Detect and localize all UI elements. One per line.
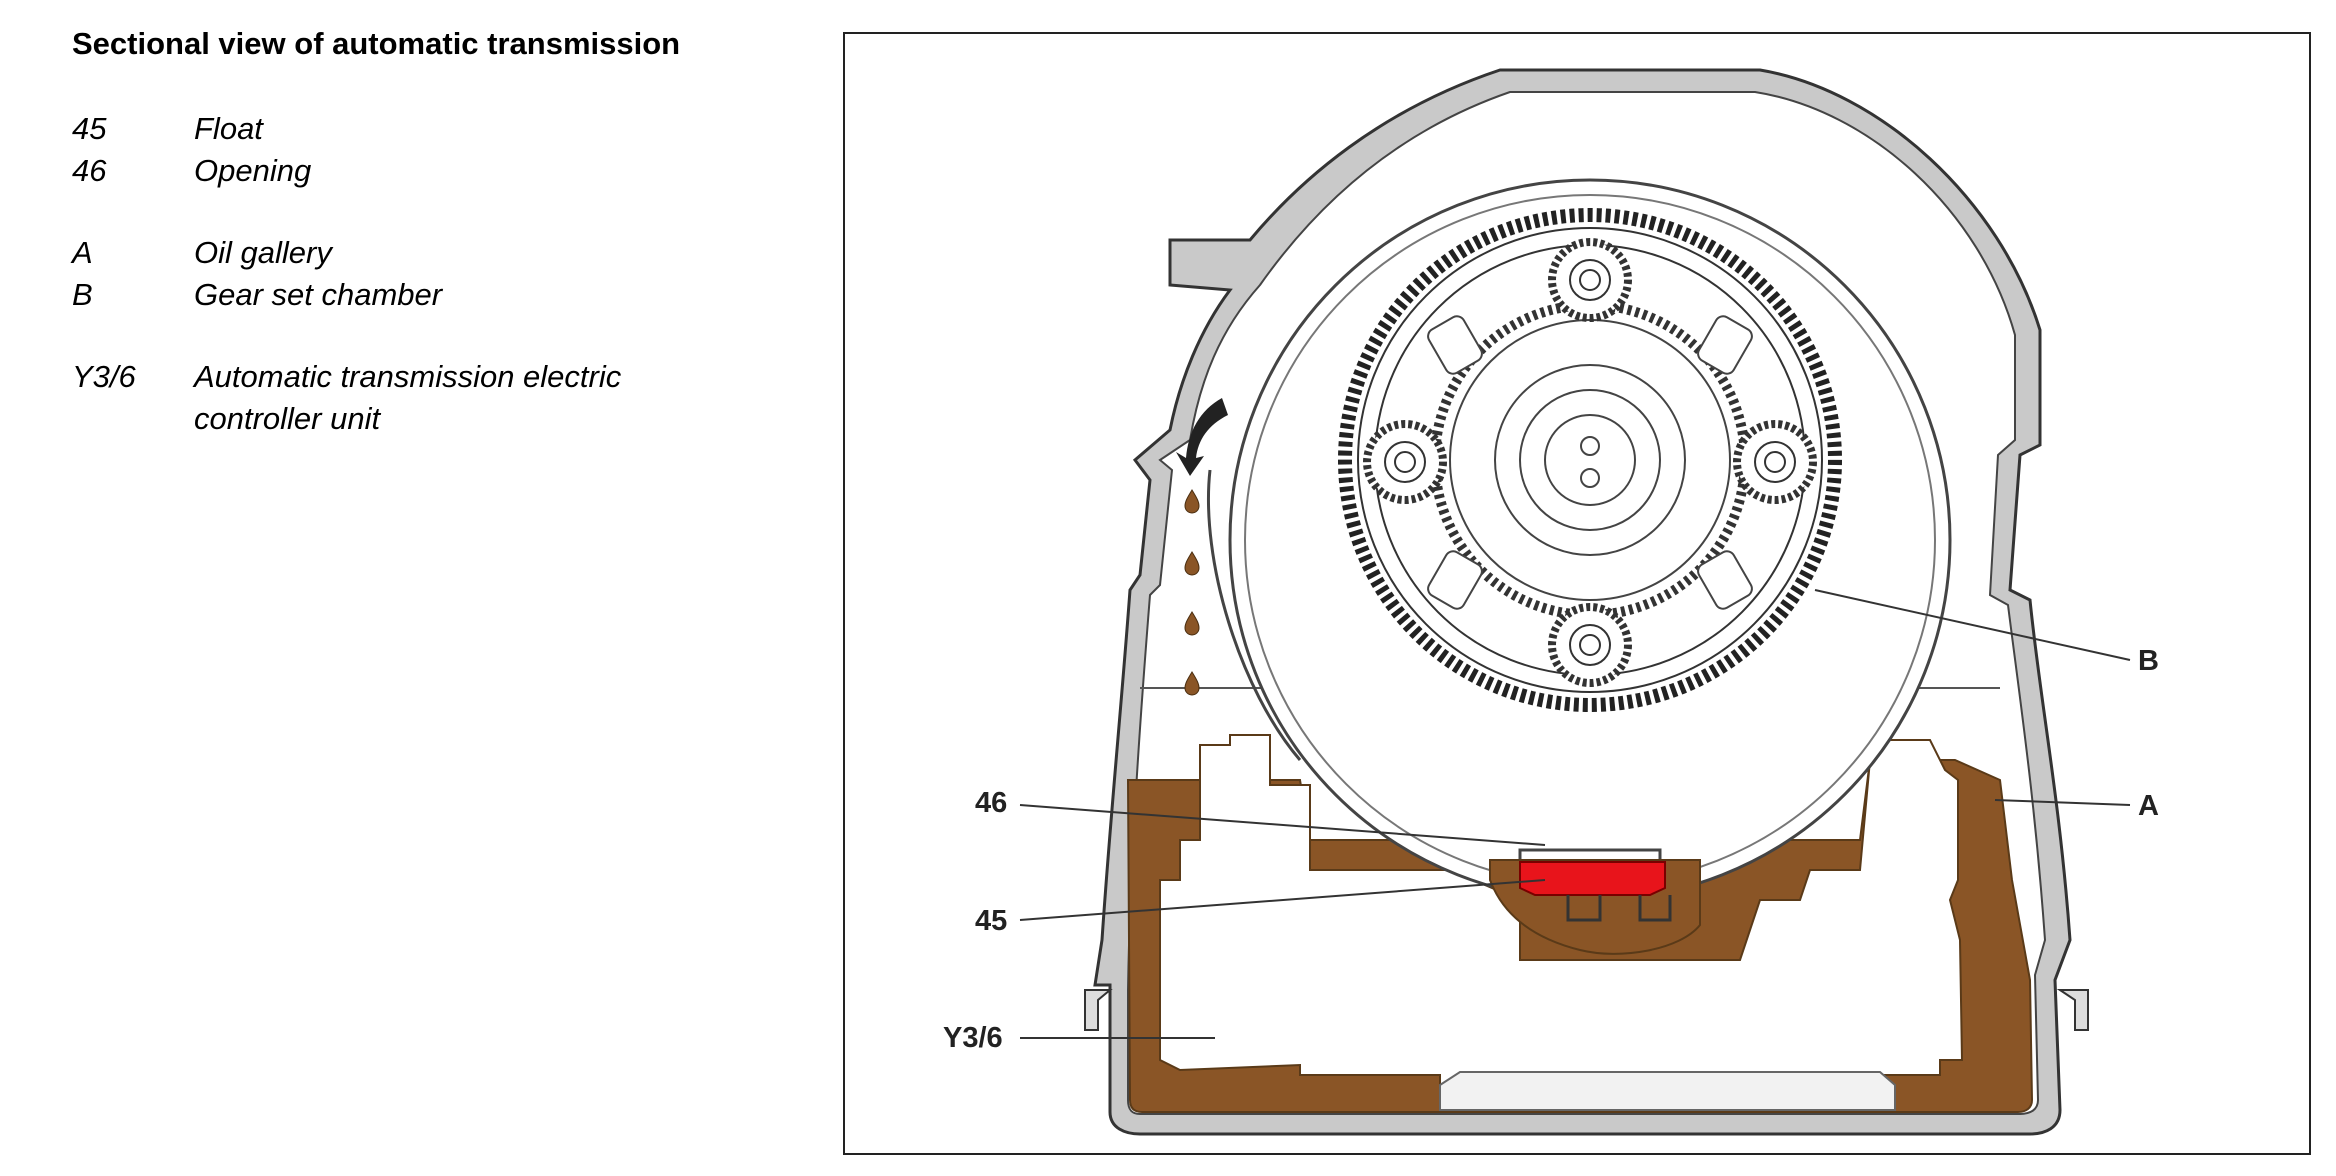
planet-gears [1363,238,1817,687]
legend-desc: Gear set chamber [194,277,443,312]
legend-key: A [72,235,93,270]
callout-46: 46 [975,787,1007,819]
legend-desc: Opening [194,153,312,188]
legend-desc: Automatic transmission electric controll… [194,359,622,436]
float-stem [1566,895,1672,922]
shaft-core [1544,414,1636,506]
flow-arrow [1176,398,1228,476]
leader-a [1994,799,2131,806]
shaft-hole [1580,436,1600,456]
callout-b: B [2138,645,2159,677]
float [1519,861,1666,896]
legend-key: 45 [72,111,107,146]
leader-46 [1019,804,1546,846]
callout-45: 45 [975,905,1007,937]
callout-y36: Y3/6 [943,1022,1003,1054]
clip-right [2056,989,2089,1031]
legend-desc: Oil gallery [194,235,332,270]
shaft-hole [1580,468,1600,488]
legend-item: 46 Opening [72,150,714,192]
oil-drops [1184,489,1200,696]
legend-item: Y3/6 Automatic transmission electric con… [72,356,714,440]
legend-item: B Gear set chamber [72,274,714,316]
leader-b [1814,589,2131,661]
diagram-frame [843,32,2311,1155]
page-title: Sectional view of automatic transmission [72,26,681,61]
legend-item: A Oil gallery [72,232,714,274]
legend-item: 45 Float [72,108,714,150]
carrier-windows [1427,315,1753,610]
legend-key: 46 [72,153,107,188]
legend: 45 Float 46 Opening A Oil gallery B Gear… [72,108,714,440]
legend-key: B [72,277,93,312]
return-channel [1206,469,1302,761]
clip-left [1084,989,1113,1031]
filter-plate [1439,1071,1896,1111]
legend-desc: Float [194,111,263,146]
legend-key: Y3/6 [72,359,136,394]
leader-45 [1019,879,1546,921]
callout-a: A [2138,790,2159,822]
